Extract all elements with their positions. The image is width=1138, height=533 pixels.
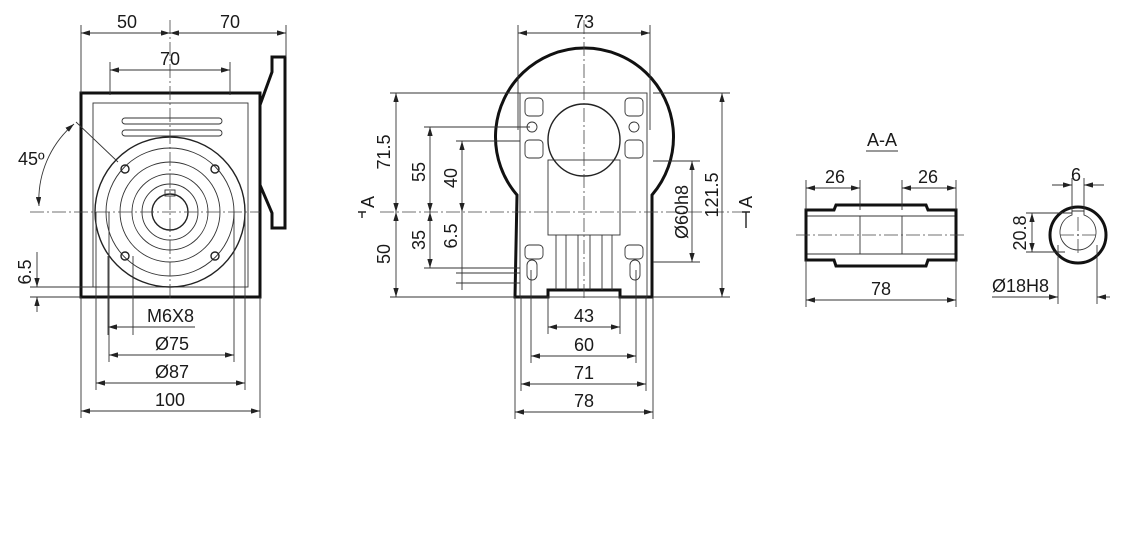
dim-70-top: 70 bbox=[220, 12, 240, 32]
dim-75: Ø75 bbox=[155, 334, 189, 354]
dim-6-key: 6 bbox=[1071, 165, 1081, 185]
dim-26-right: 26 bbox=[918, 167, 938, 187]
dim-50: 50 bbox=[117, 12, 137, 32]
dim-70-holes: 70 bbox=[160, 49, 180, 69]
dim-71: 71 bbox=[574, 363, 594, 383]
dim-6-5-front: 6.5 bbox=[441, 223, 461, 248]
shaft-end-view bbox=[1048, 205, 1108, 265]
dim-m6x8: M6X8 bbox=[147, 306, 194, 326]
dim-60h8: Ø60h8 bbox=[672, 185, 692, 239]
housing-inner-outline bbox=[92, 102, 249, 288]
dim-55: 55 bbox=[409, 162, 429, 182]
housing-inner-outline bbox=[519, 92, 648, 298]
dim-78-shaft: 78 bbox=[871, 279, 891, 299]
housing-outline bbox=[79, 91, 262, 299]
dim-20-8: 20.8 bbox=[1010, 215, 1030, 250]
section-marker-right: A bbox=[736, 196, 756, 208]
cooling-fins bbox=[555, 235, 613, 290]
side-view: 50 70 70 45º 6.5 M6X8 Ø75 Ø87 100 bbox=[15, 12, 287, 418]
dim-40: 40 bbox=[441, 168, 461, 188]
mounting-hole bbox=[120, 251, 130, 261]
dim-35: 35 bbox=[409, 230, 429, 250]
dim-18h8: Ø18H8 bbox=[992, 276, 1049, 296]
section-dimension-lines bbox=[805, 180, 957, 307]
dim-100: 100 bbox=[155, 390, 185, 410]
dim-73: 73 bbox=[574, 12, 594, 32]
dim-71-5: 71.5 bbox=[374, 134, 394, 169]
mounting-hole bbox=[120, 164, 130, 174]
dim-43: 43 bbox=[574, 306, 594, 326]
front-view: 73 71.5 50 55 35 40 6.5 Ø60h8 121.5 43 6… bbox=[358, 12, 756, 419]
side-dimension-lines bbox=[30, 25, 287, 418]
cooling-slot bbox=[121, 117, 223, 125]
mounting-hole bbox=[210, 251, 220, 261]
dim-45-deg: 45º bbox=[18, 149, 45, 169]
mounting-hole bbox=[210, 164, 220, 174]
end-view-dimension-lines bbox=[992, 178, 1110, 304]
keyed-bore bbox=[1059, 210, 1097, 251]
dim-26-left: 26 bbox=[825, 167, 845, 187]
motor-flange bbox=[258, 55, 287, 230]
mounting-hole bbox=[628, 121, 640, 133]
dim-60: 60 bbox=[574, 335, 594, 355]
dim-6-5-side: 6.5 bbox=[15, 259, 35, 284]
section-marker-left: A bbox=[358, 196, 378, 208]
section-title: A-A bbox=[867, 130, 897, 150]
dim-50-front: 50 bbox=[374, 244, 394, 264]
hollow-shaft-section bbox=[804, 203, 958, 268]
section-view: A-A 26 26 78 bbox=[796, 130, 1110, 307]
dim-121-5: 121.5 bbox=[702, 172, 722, 217]
housing-pockets bbox=[524, 97, 644, 281]
dim-87: Ø87 bbox=[155, 362, 189, 382]
cooling-slot bbox=[121, 129, 223, 137]
housing-outline bbox=[494, 46, 675, 299]
front-dimension-lines bbox=[358, 25, 750, 419]
dim-78-front: 78 bbox=[574, 391, 594, 411]
